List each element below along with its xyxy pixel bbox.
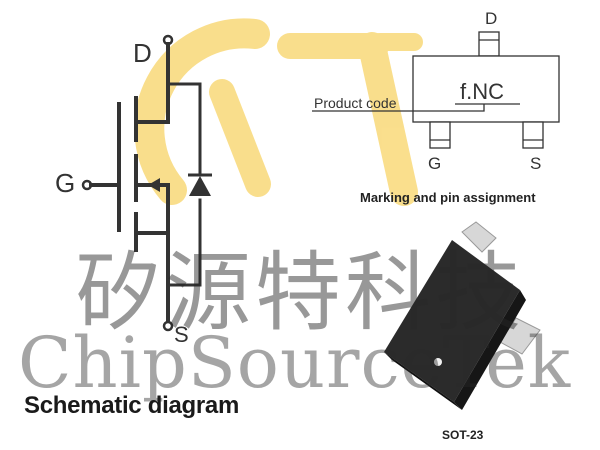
pin-g-pad — [429, 121, 451, 149]
product-code-value: f.NC — [460, 79, 504, 104]
body-arrow — [148, 178, 160, 192]
body-diode — [189, 176, 211, 196]
source-terminal — [162, 320, 174, 332]
pin-s-pad — [522, 121, 544, 149]
marking-pin-s-label: S — [530, 154, 542, 173]
pin-d-pad — [478, 31, 500, 57]
marking-pin-d-label: D — [485, 9, 498, 28]
drain-pin-label: D — [133, 38, 152, 68]
watermark-chinese: 矽源特科技 — [75, 243, 525, 343]
product-code-leader — [312, 104, 485, 112]
source-pin-label: S — [174, 322, 189, 347]
watermark-english: ChipSourceTek — [18, 322, 572, 404]
marking-title: Marking and pin assignment — [360, 190, 536, 205]
gate-pin-label: G — [55, 168, 76, 198]
st-logo — [134, 18, 423, 206]
schematic-title: Schematic diagram — [24, 392, 239, 419]
sot23-chip — [384, 221, 541, 410]
product-code-label: Product code — [314, 95, 397, 111]
package-name: SOT-23 — [442, 428, 484, 442]
mosfet-symbol — [81, 34, 202, 332]
marking-pin-g-label: G — [428, 154, 442, 173]
